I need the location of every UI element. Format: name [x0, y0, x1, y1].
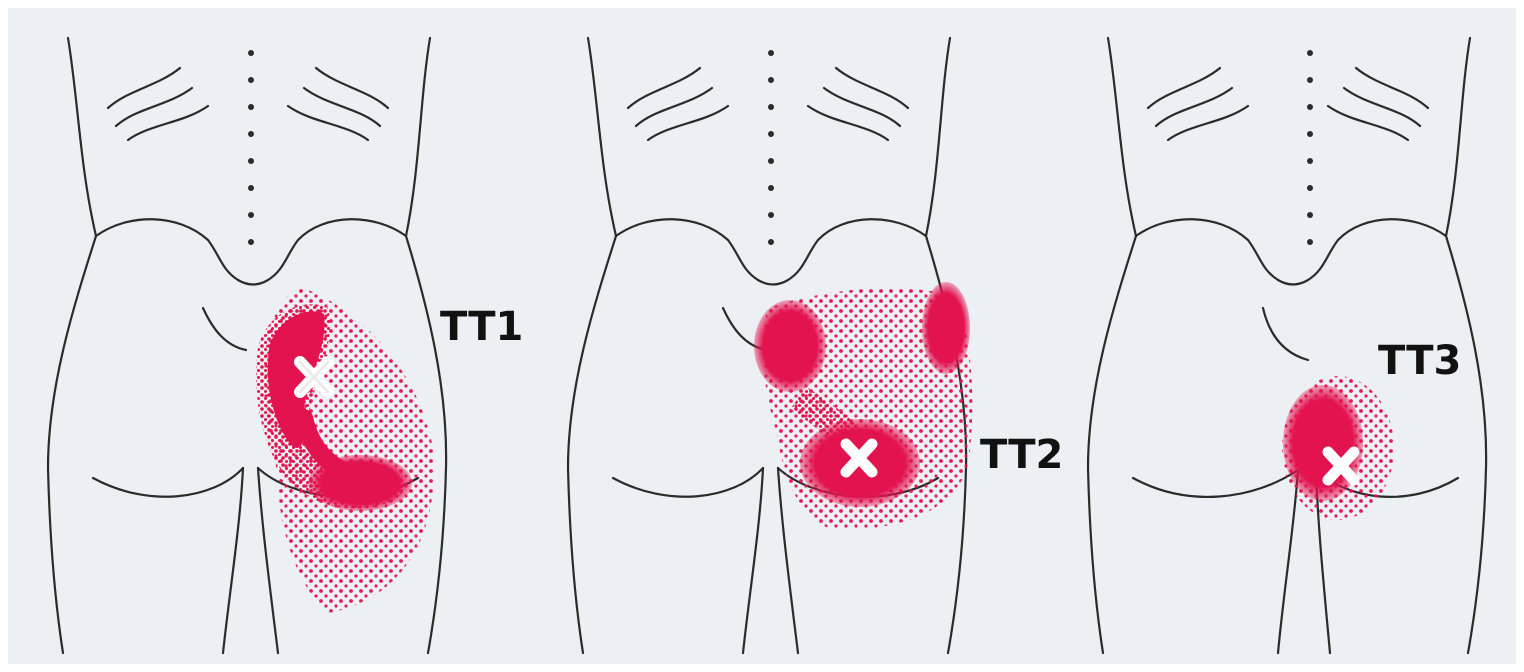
spine-dots [248, 50, 254, 245]
label-tt2: TT2 [980, 432, 1063, 478]
diagram-frame: TT1 [8, 8, 1516, 664]
panel-tt2: TT2 [568, 38, 1063, 653]
trigger-points-diagram: TT1 [8, 8, 1516, 664]
spine-dots [768, 50, 774, 245]
panel-tt1: TT1 [48, 38, 523, 653]
label-tt1: TT1 [440, 304, 523, 350]
label-tt3: TT3 [1378, 338, 1461, 384]
spine-dots [1307, 50, 1313, 245]
referred-pain-area [1282, 376, 1394, 520]
referred-pain-area [754, 282, 972, 529]
referred-pain-area [256, 288, 434, 613]
panel-tt3: TT3 [1088, 38, 1486, 653]
